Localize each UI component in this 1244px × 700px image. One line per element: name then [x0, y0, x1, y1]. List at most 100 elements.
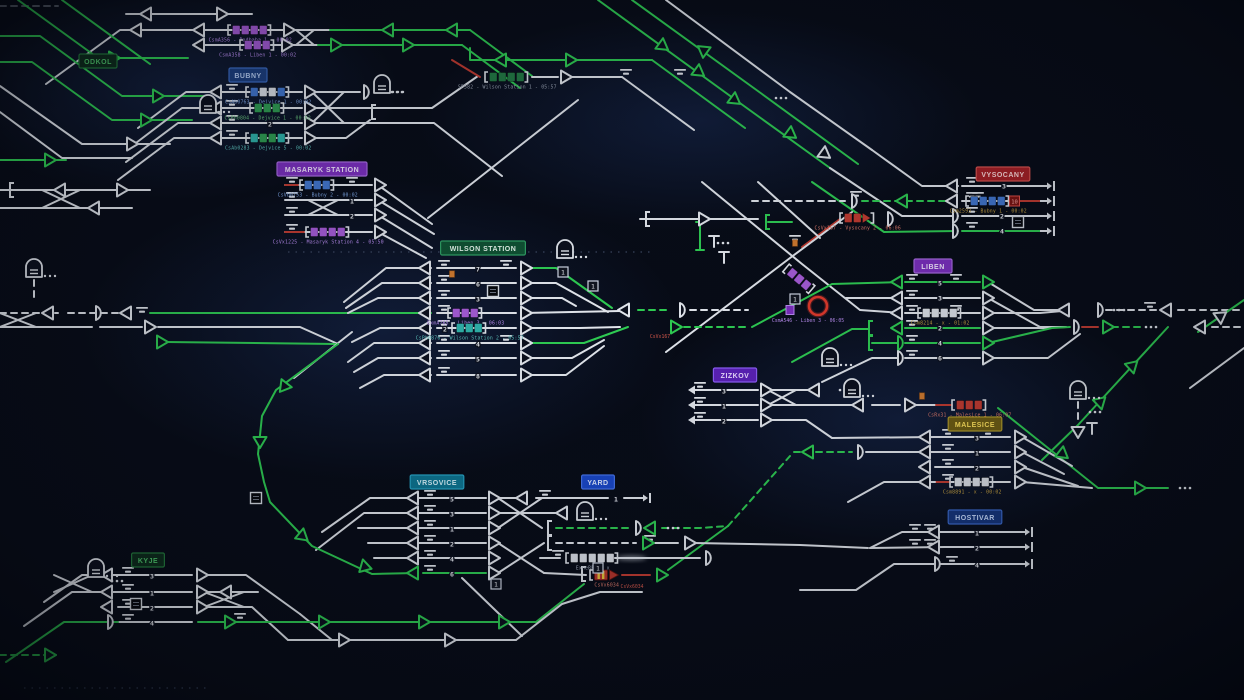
signal-open-icon[interactable] [897, 335, 904, 351]
train-timetable-label: Csm8891 - x - 00:02 [943, 490, 1002, 496]
signal-closed-icon[interactable] [705, 550, 712, 566]
track-dots [774, 96, 778, 100]
signal-closed-icon[interactable] [887, 211, 894, 227]
platform-number: 7 [476, 265, 480, 273]
platform-marker [438, 290, 450, 292]
timer-badge[interactable]: 1 [490, 578, 502, 590]
signal-closed-icon[interactable] [107, 614, 114, 630]
station-label-wilson[interactable]: WILSON STATION [439, 240, 527, 256]
station-label-vysocany[interactable]: VYSOCANY [975, 166, 1031, 182]
signal-closed-icon[interactable] [934, 556, 941, 572]
track-dots [838, 388, 842, 392]
train-timetable-label: CsVx167 - Vysocany 2 - 06:06 [815, 226, 901, 232]
platform-number: 2 [443, 325, 447, 333]
wagon-box[interactable] [486, 284, 500, 298]
platform-number: 3 [975, 434, 979, 442]
platform-marker [946, 556, 958, 558]
platform-marker [942, 474, 954, 476]
signal-closed-icon[interactable] [679, 302, 686, 318]
platform-marker [229, 87, 235, 90]
signal-closed-icon[interactable] [635, 520, 642, 536]
station-label-vrsovice[interactable]: VRSOVICE [409, 474, 465, 490]
track-dots [1188, 486, 1192, 490]
track-dots [1154, 325, 1158, 329]
station-label-bubny[interactable]: BUBNY [228, 67, 268, 83]
station-label-odkol[interactable]: ODKOL [78, 53, 118, 69]
signal-closed-icon[interactable] [363, 84, 370, 100]
platform-marker [441, 353, 447, 356]
platform-number: 5 [476, 355, 480, 363]
track-dots [1117, 308, 1121, 312]
wagon-box[interactable] [1011, 215, 1025, 229]
station-name: VRSOVICE [417, 480, 457, 487]
platform-marker [966, 222, 978, 224]
platform-marker [697, 385, 703, 388]
platform-marker [229, 133, 235, 136]
station-label-hostivar[interactable]: HOSTIVAR [947, 509, 1003, 525]
signal-closed-icon[interactable] [897, 350, 904, 366]
platform-number: 1 [614, 495, 618, 503]
platform-marker [139, 310, 145, 313]
platform-number: 3 [476, 295, 480, 303]
platform-marker [539, 490, 551, 492]
signal-closed-icon[interactable] [851, 193, 858, 209]
track-dots [666, 526, 670, 530]
platform-marker [424, 505, 436, 507]
platform-marker [136, 307, 148, 309]
wagon-box[interactable] [249, 491, 263, 505]
platform-marker [909, 277, 915, 280]
platform-number: 5 [938, 279, 942, 287]
platform-marker [441, 308, 447, 311]
platform-marker [441, 370, 447, 373]
platform-marker [677, 72, 683, 75]
platform-marker [424, 565, 436, 567]
signal-closed-icon[interactable] [952, 223, 959, 239]
platform-number: 4 [1000, 227, 1004, 235]
platform-marker [909, 524, 921, 526]
platform-marker [1144, 302, 1156, 304]
platform-marker [906, 290, 918, 292]
timer-badge[interactable]: 1 [557, 266, 569, 278]
station-label-liben[interactable]: LIBEN [913, 258, 953, 274]
platform-number: 3 [150, 572, 154, 580]
platform-marker [694, 397, 706, 399]
timer-badge[interactable]: 1 [789, 293, 801, 305]
platform-marker [552, 550, 564, 552]
platform-marker [942, 459, 954, 461]
platform-marker [289, 227, 295, 230]
platform-number: 3 [1002, 182, 1006, 190]
station-label-yard[interactable]: YARD [581, 474, 615, 490]
station-name: KYJE [138, 558, 158, 565]
platform-marker [289, 210, 295, 213]
station-label-malesice[interactable]: MALESICE [947, 416, 1003, 432]
signal-closed-icon[interactable] [1097, 302, 1104, 318]
platform-marker [427, 523, 433, 526]
platform-number: 4 [938, 339, 942, 347]
signal-closed-icon[interactable] [1073, 319, 1080, 335]
timer-badge[interactable]: 1 [592, 562, 604, 574]
signal-closed-icon[interactable] [95, 305, 102, 321]
platform-marker [985, 432, 991, 435]
station-label-masaryk[interactable]: MASARYK STATION [276, 161, 368, 177]
platform-marker [623, 72, 629, 75]
wagon-box[interactable] [129, 597, 143, 611]
platform-marker [503, 263, 509, 266]
station-label-kyje[interactable]: KYJE [131, 552, 165, 568]
platform-marker [441, 278, 447, 281]
platform-marker [424, 490, 436, 492]
cargo-mark [919, 392, 925, 400]
background-glow [80, 180, 680, 480]
track-dots [721, 241, 725, 245]
station-name: VYSOCANY [981, 172, 1024, 179]
timer-badge[interactable]: 1 [587, 280, 599, 292]
signal-closed-icon[interactable] [857, 444, 864, 460]
station-label-zizkov[interactable]: ZIZKOV [712, 367, 758, 383]
platform-marker [969, 225, 975, 228]
platform-number: 4 [450, 555, 454, 563]
platform-marker [438, 367, 450, 369]
platform-marker [906, 350, 918, 352]
train-select-box[interactable] [785, 305, 795, 315]
platform-marker [969, 180, 975, 183]
